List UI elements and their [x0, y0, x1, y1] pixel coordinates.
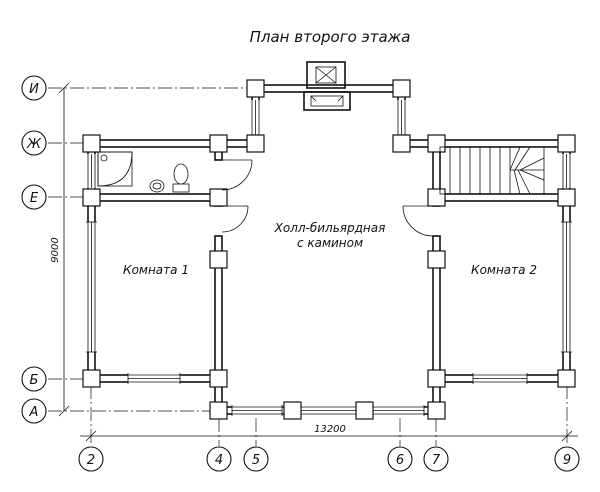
- axis-label-zh: Ж: [26, 137, 42, 152]
- room-label-room2: Комната 2: [471, 263, 537, 277]
- horizontal-axis-lines: [48, 87, 252, 412]
- axis-bubble-i: И: [21, 75, 47, 101]
- log-joints: [82, 79, 576, 420]
- room-label-room1: Комната 1: [123, 263, 189, 277]
- axis-label-7: 7: [432, 453, 441, 468]
- dimension-height-label: 9000: [50, 237, 61, 262]
- axis-bubble-e: Е: [21, 184, 47, 210]
- axis-bubble-4: 4: [206, 446, 232, 472]
- axis-bubble-7: 7: [423, 446, 449, 472]
- fireplace: [303, 61, 351, 111]
- plan-title: План второго этажа: [250, 28, 411, 46]
- axis-bubble-5: 5: [243, 446, 269, 472]
- dimension-width-label: 13200: [314, 424, 346, 435]
- axis-bubble-b: Б: [21, 366, 47, 392]
- dimension-height: 9000: [50, 82, 70, 417]
- axis-label-6: 6: [396, 453, 404, 468]
- axis-label-e: Е: [30, 191, 39, 206]
- axis-bubble-2: 2: [78, 446, 104, 472]
- axis-bubble-9: 9: [554, 446, 580, 472]
- doors: [221, 159, 434, 237]
- bathroom-fixtures: [97, 151, 190, 193]
- dimension-width: 13200: [80, 424, 578, 442]
- room-label-hall-line2: с камином: [297, 236, 363, 250]
- windows: [86, 100, 572, 416]
- axis-bubble-zh: Ж: [21, 130, 47, 156]
- room-label-hall-line1: Холл-бильярдная: [274, 221, 386, 235]
- axis-label-a: А: [29, 405, 39, 420]
- stairs: [439, 146, 545, 195]
- axis-label-i: И: [29, 82, 39, 97]
- axis-label-5: 5: [252, 453, 260, 468]
- axis-label-2: 2: [87, 453, 95, 468]
- axis-label-9: 9: [563, 453, 571, 468]
- axis-bubble-a: А: [21, 398, 47, 424]
- axis-label-4: 4: [215, 453, 223, 468]
- walls: [87, 84, 571, 416]
- axis-label-b: Б: [30, 373, 39, 388]
- axis-bubble-6: 6: [387, 446, 413, 472]
